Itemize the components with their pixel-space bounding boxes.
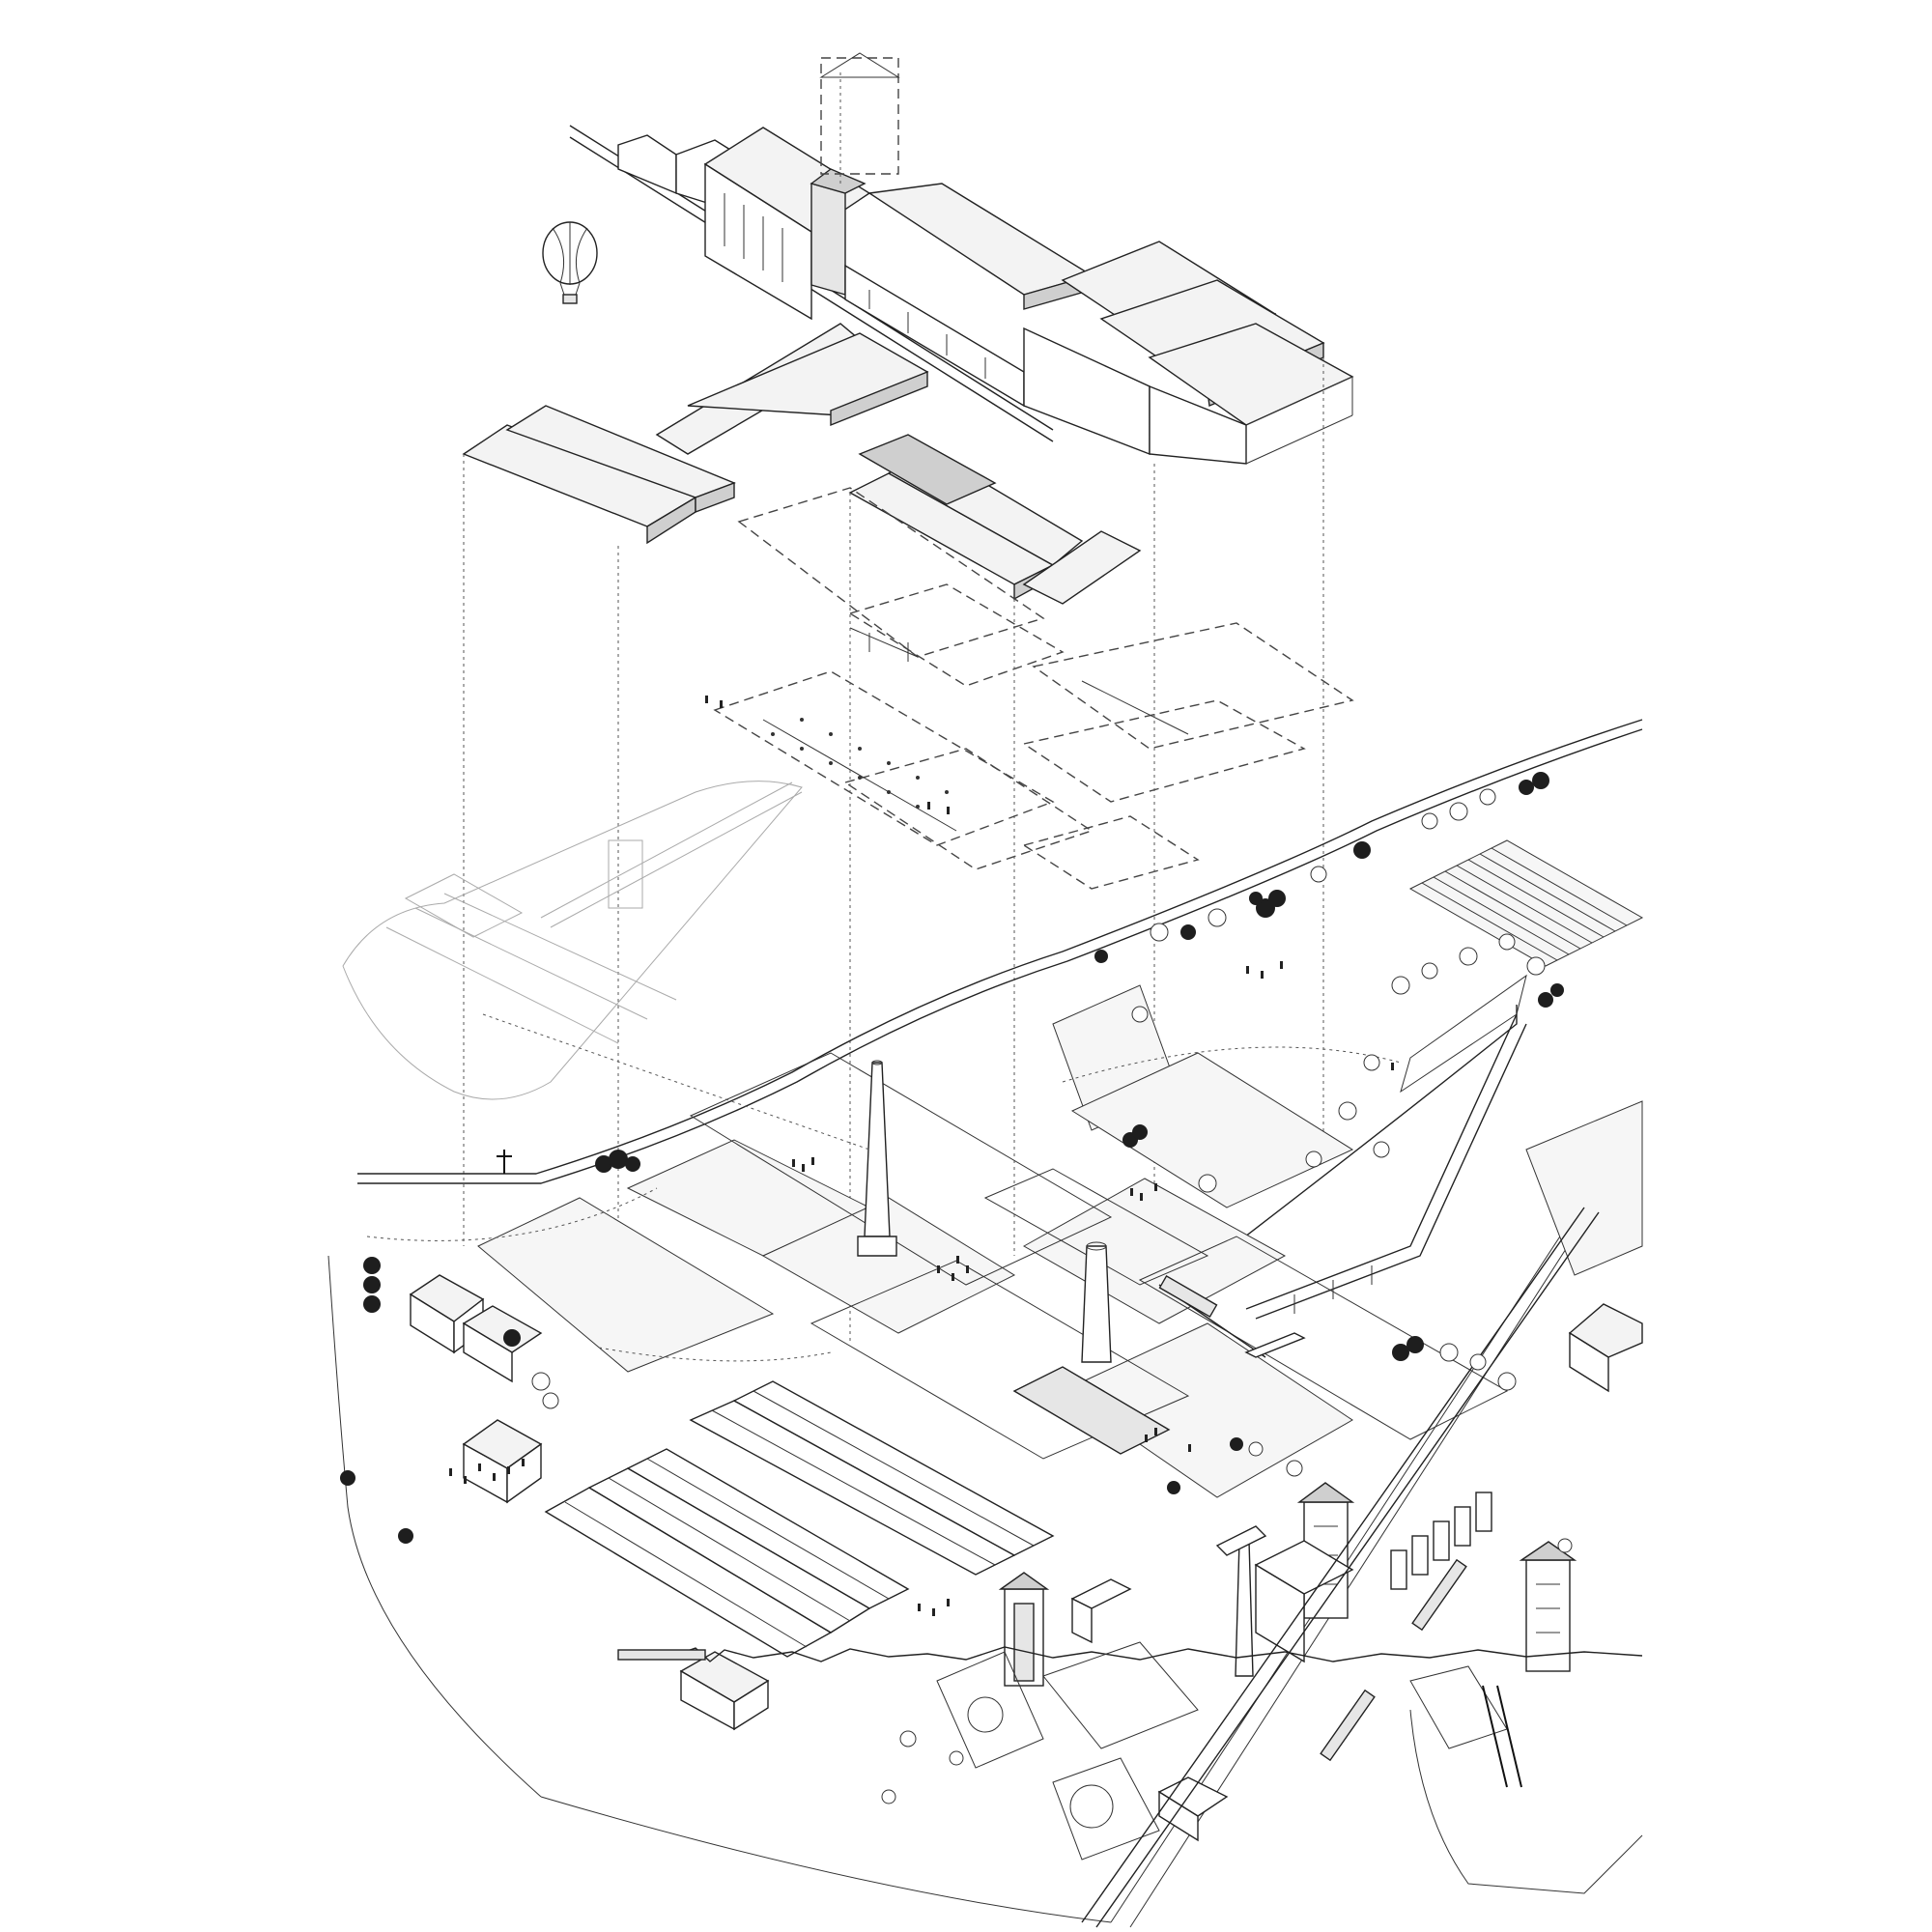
pithead-towers — [998, 1482, 1577, 1687]
cross-marker — [497, 1150, 512, 1174]
tree-rows — [340, 772, 1573, 1804]
factory-site-axonometric — [327, 719, 1644, 1928]
context-inset-plan — [342, 781, 803, 1100]
storage-tanks — [1390, 1492, 1492, 1590]
exploded-roof-layers — [462, 323, 1142, 605]
hot-air-balloon — [542, 221, 598, 304]
striped-field — [1408, 839, 1644, 967]
people-clusters — [449, 696, 1394, 1616]
railway — [617, 1207, 1600, 1928]
viaduct — [1245, 1013, 1527, 1320]
chimney — [857, 1060, 1254, 1677]
houses — [409, 1274, 1643, 1842]
exploded-floor-plans — [713, 487, 1354, 890]
projection-lines — [463, 72, 1324, 1343]
foundation-plans — [936, 1641, 1643, 1894]
greenhouse-sheds — [544, 1380, 1055, 1658]
industrial-streetscape-elevation — [569, 52, 1354, 465]
